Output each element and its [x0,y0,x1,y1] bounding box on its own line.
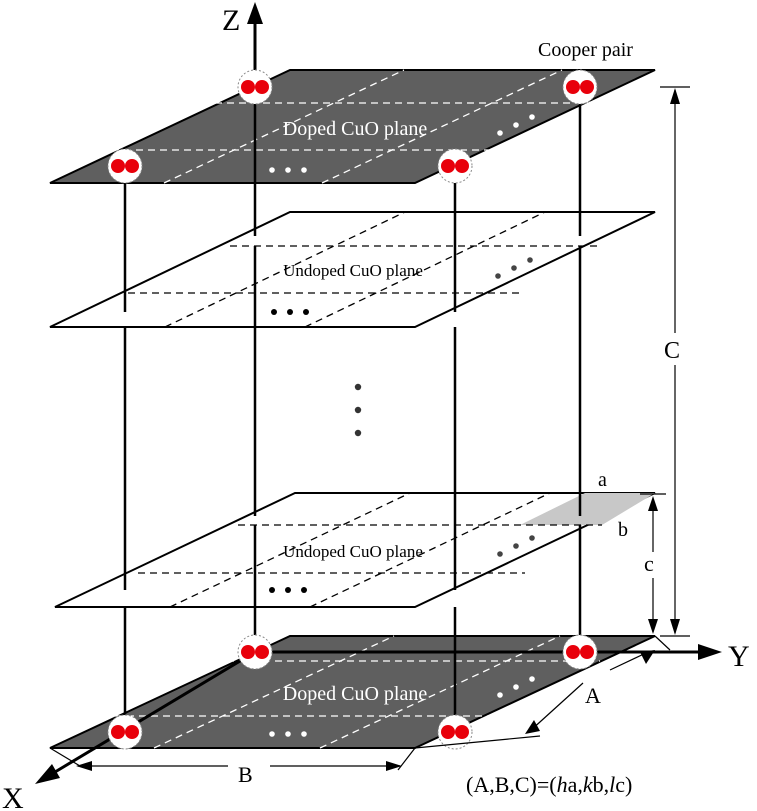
unit-cell-patch [520,493,655,525]
dimension-B: B [49,747,416,787]
top-plane-label: Doped CuO plane [283,118,428,140]
x-axis-label: X [2,782,24,811]
z-axis: Z [222,2,263,70]
cooper-pair-bottom-3 [107,714,143,750]
vertical-rods [123,104,582,732]
cooper-pair-label: Cooper pair [538,39,633,61]
cooper-pair-bottom-2 [562,634,598,670]
upper-plane-x-ellipsis [271,309,309,315]
cooper-pairs [107,69,598,750]
bottom-plane-label: Doped CuO plane [283,683,428,705]
dimension-C-label: C [664,338,680,364]
lower-undoped-plane-label: Undoped CuO plane [283,542,423,561]
y-axis-label: Y [728,640,750,673]
top-doped-plane: Doped CuO plane [49,69,656,184]
dimension-C: C [660,86,690,637]
lower-plane-y-ellipsis [497,535,535,557]
dimension-B-label: B [238,762,253,787]
cooper-pair-bottom-4 [437,714,473,750]
upper-undoped-plane-label: Undoped CuO plane [283,261,423,280]
stack-ellipsis [354,383,362,437]
dimension-A: A [414,635,671,749]
upper-plane-y-ellipsis [495,257,533,279]
top-plane-x-ellipsis [269,167,307,173]
top-plane-y-ellipsis [497,114,535,136]
bottom-plane-y-ellipsis [497,676,535,698]
lower-undoped-plane: Undoped CuO plane [54,492,656,608]
lower-plane-x-ellipsis [269,587,307,593]
dimension-A-label: A [585,683,601,708]
upper-undoped-plane: Undoped CuO plane [49,211,656,328]
cell-a-label: a [598,469,607,491]
cooper-pair-top-3 [107,148,143,184]
cooper-pair-top-4 [437,148,473,184]
cooper-pair-bottom-1 [237,634,273,670]
z-axis-label: Z [222,4,240,37]
dimension-c-label: c [644,551,654,576]
dimension-c: c [640,493,666,634]
cell-b-label: b [618,519,628,541]
y-axis: Y [255,640,750,673]
x-axis: X [2,650,256,811]
cooper-pair-top-2 [562,69,598,105]
cooper-pair-top-1 [237,69,273,105]
bottom-plane-x-ellipsis [269,731,307,737]
lattice-formula: (A,B,C)=(ha,kb,lc) [466,772,632,797]
